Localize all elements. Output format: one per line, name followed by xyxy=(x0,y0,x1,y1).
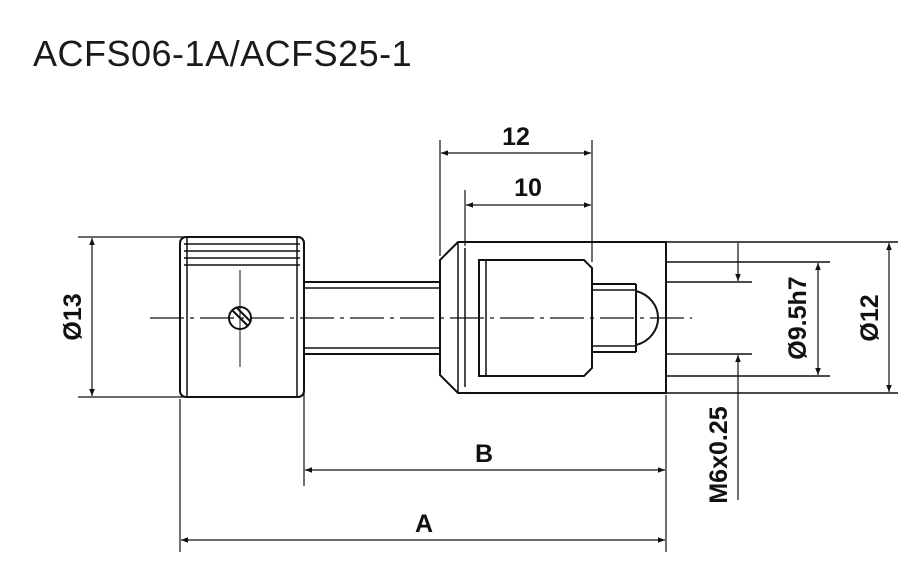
shaft xyxy=(304,281,440,355)
dimension-12-top xyxy=(439,140,593,262)
dimension-dia-13 xyxy=(78,236,184,398)
dimension-a xyxy=(179,399,665,552)
drawing-title: ACFS06-1A/ACFS25-1 xyxy=(33,33,413,74)
dimension-b xyxy=(303,356,667,552)
dimension-b-label: B xyxy=(475,440,493,468)
dimension-a-label: A xyxy=(415,510,433,538)
dimension-10-label: 10 xyxy=(514,174,542,202)
dimension-10 xyxy=(464,190,591,246)
knob xyxy=(179,236,305,398)
dimension-thread-label: M6x0.25 xyxy=(705,406,733,503)
barrel-body xyxy=(439,241,898,394)
dimension-dia-12-label: Ø12 xyxy=(856,294,884,341)
dimension-dia-9-5-label: Ø9.5h7 xyxy=(784,276,812,359)
dimension-12-label: 12 xyxy=(502,123,530,151)
dimension-dia-13-label: Ø13 xyxy=(59,293,87,340)
